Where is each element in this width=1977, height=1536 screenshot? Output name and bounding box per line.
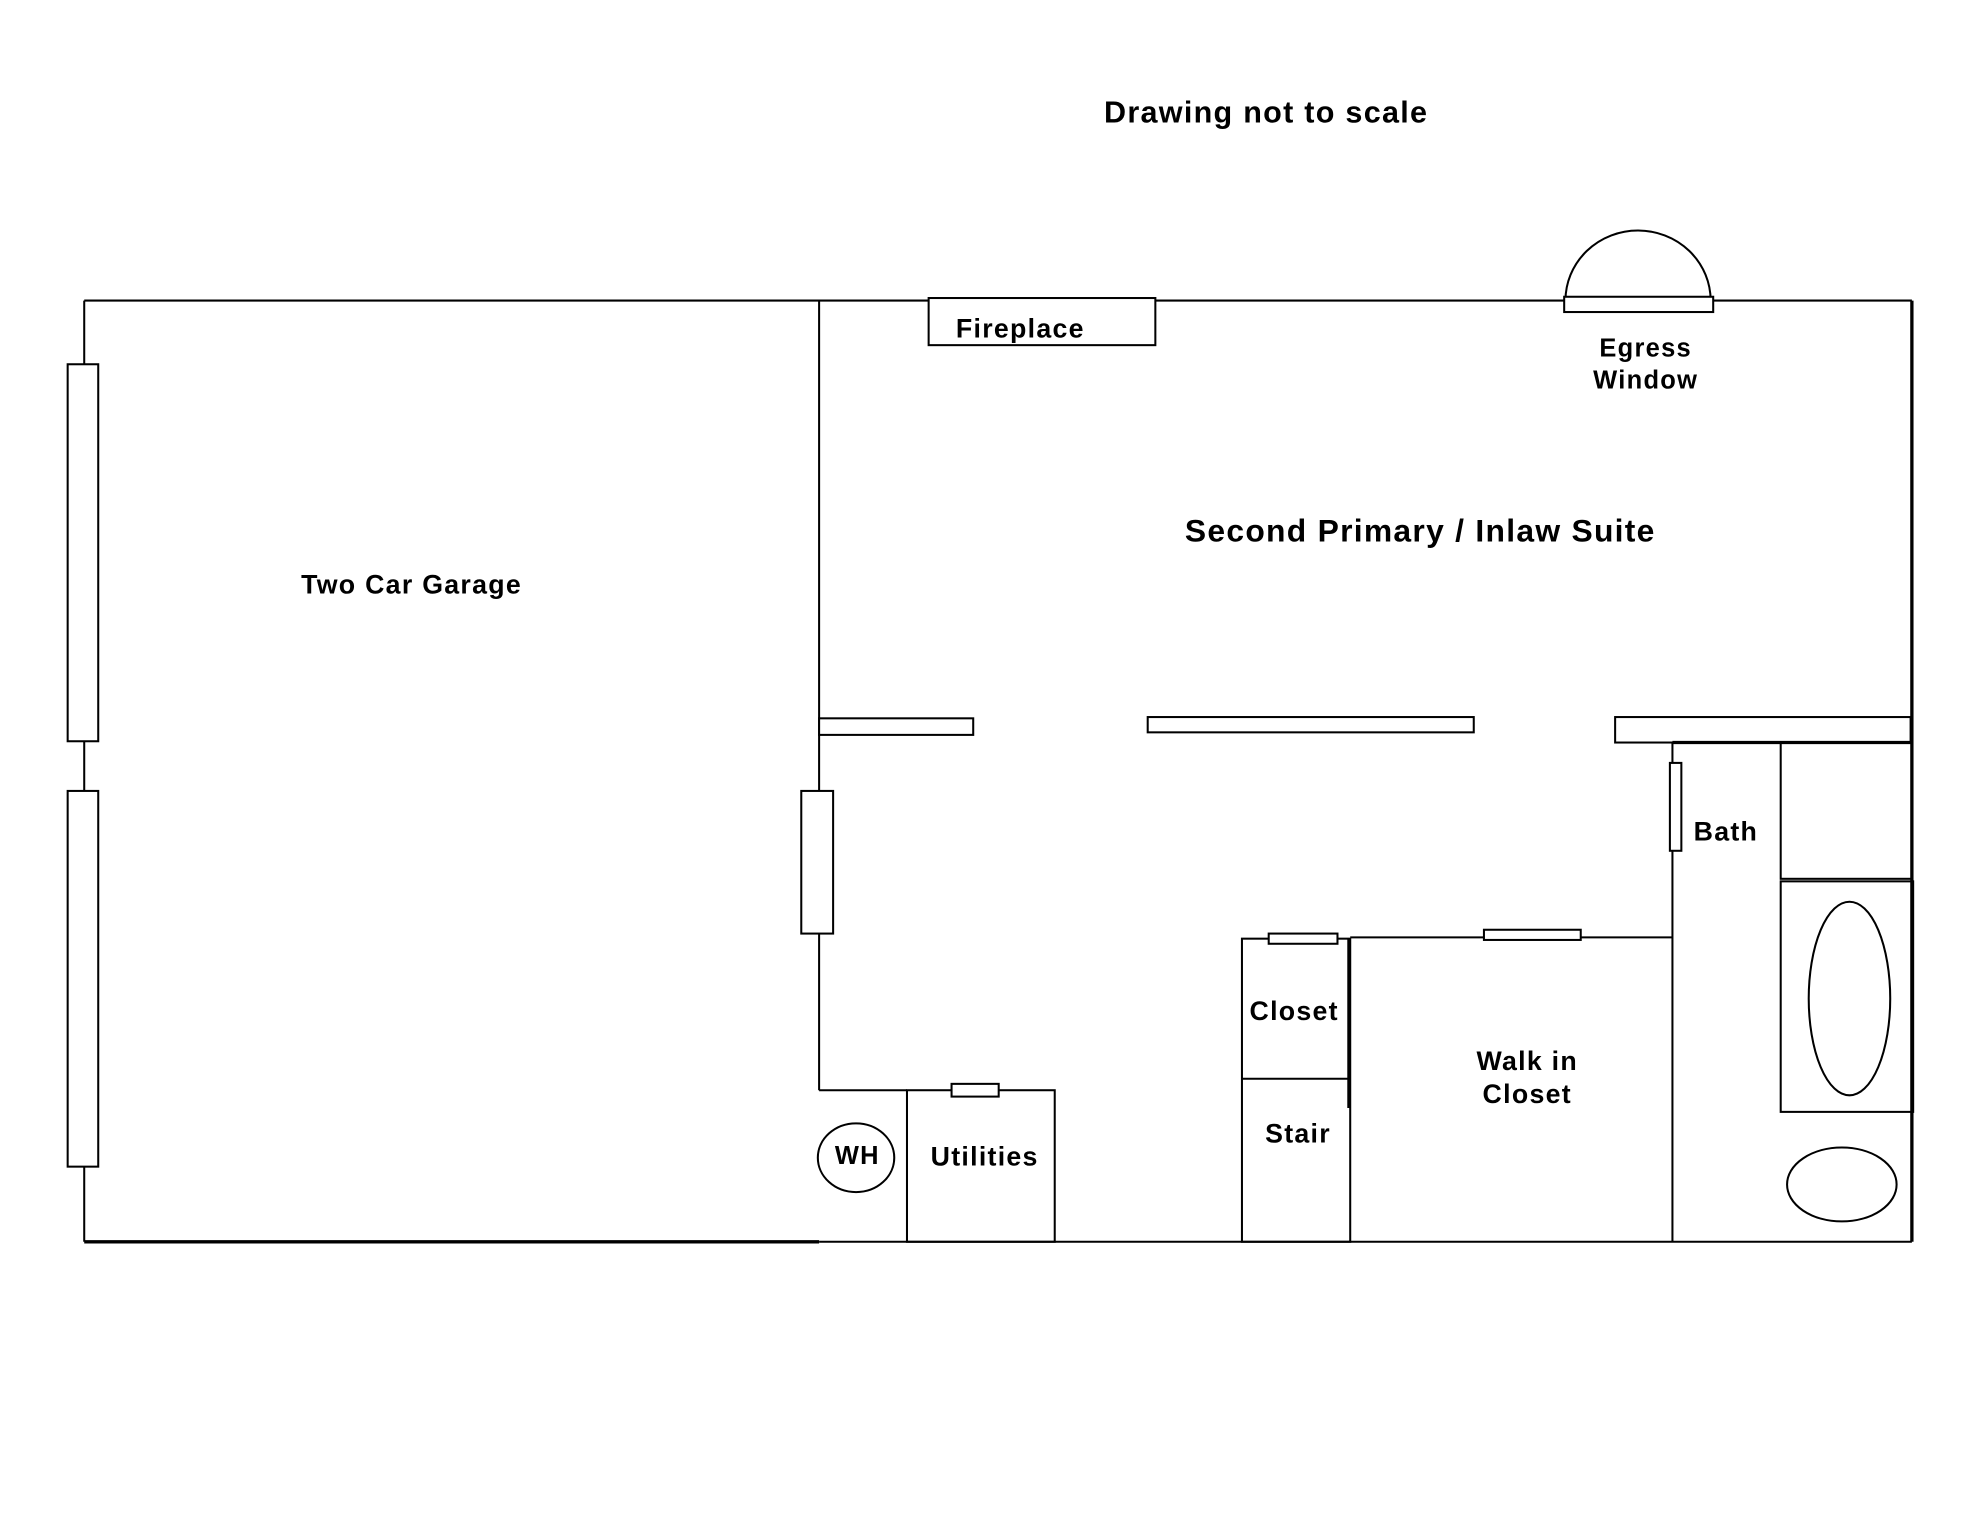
egress-window xyxy=(1563,229,1715,314)
garage-label: Two Car Garage xyxy=(301,570,522,600)
partition-wall xyxy=(1614,716,1912,744)
garage-door xyxy=(66,363,100,743)
bathtub-icon xyxy=(1807,900,1892,1097)
door xyxy=(800,789,835,935)
stair-label: Stair xyxy=(1265,1118,1331,1148)
closets xyxy=(1240,928,1673,1243)
not-to-scale-note: Drawing not to scale xyxy=(1104,95,1428,129)
egress-label: Window xyxy=(1593,366,1698,394)
fireplace-label: Fireplace xyxy=(956,314,1085,344)
water-heater-icon xyxy=(816,1122,896,1194)
walkin-closet-label: Closet xyxy=(1483,1079,1572,1109)
garage-door xyxy=(66,789,100,1168)
water-heater-label: WH xyxy=(835,1142,880,1170)
egress-label: Egress xyxy=(1599,335,1692,363)
bath-label: Bath xyxy=(1694,817,1759,847)
toilet-icon xyxy=(1786,1146,1898,1223)
partition-wall xyxy=(1146,716,1475,734)
partition-wall xyxy=(818,717,975,736)
closet-label: Closet xyxy=(1249,996,1338,1026)
suite-label: Second Primary / Inlaw Suite xyxy=(1185,512,1656,548)
utilities-label: Utilities xyxy=(931,1141,1039,1171)
walkin-closet-label: Walk in xyxy=(1476,1046,1578,1076)
fireplace xyxy=(927,297,1157,347)
bath xyxy=(1668,740,1915,1242)
outer-walls xyxy=(83,299,1914,1244)
utilities-room xyxy=(905,1082,1056,1243)
